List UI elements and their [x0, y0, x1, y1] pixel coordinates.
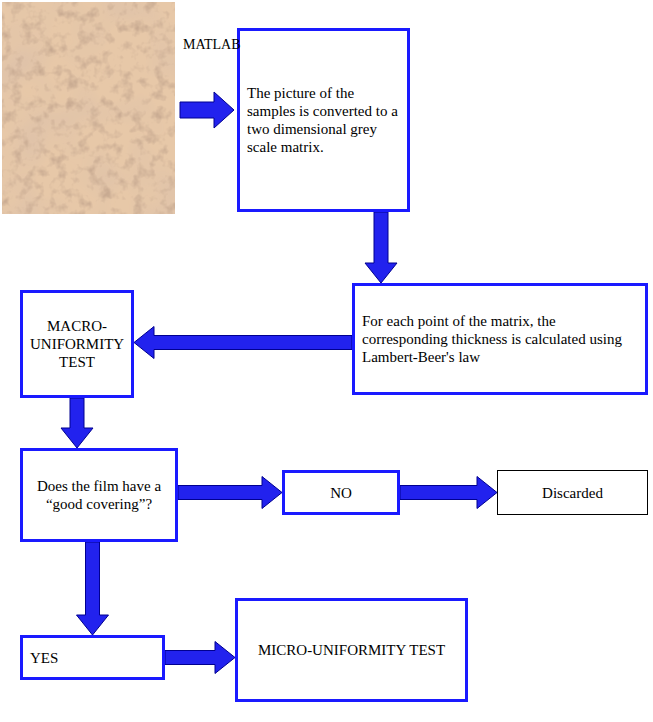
test-box: MACRO-UNIFORMITY TEST — [20, 290, 134, 398]
block-arrow — [134, 327, 352, 359]
box-text: The picture of the samples is converted … — [247, 84, 400, 156]
block-arrow — [365, 212, 397, 283]
box-text: MACRO-UNIFORMITY TEST — [30, 317, 124, 371]
box-text: Discarded — [505, 484, 640, 502]
photo-ground — [2, 2, 175, 214]
block-arrow — [178, 477, 282, 509]
box-text: For each point of the matrix, the corres… — [362, 312, 638, 366]
block-arrow — [400, 477, 497, 509]
box-text: Does the film have a “good covering”? — [30, 477, 168, 513]
box-text: MICRO-UNIFORMITY TEST — [245, 641, 458, 659]
process-box: The picture of the samples is converted … — [237, 28, 410, 212]
photo-shading — [2, 2, 175, 214]
answer-box: NO — [282, 470, 400, 515]
process-box: For each point of the matrix, the corres… — [352, 283, 648, 395]
block-arrow — [61, 398, 93, 448]
software-label: MATLAB — [183, 37, 241, 54]
box-text: YES — [30, 649, 155, 667]
test-box: MICRO-UNIFORMITY TEST — [235, 598, 468, 702]
block-arrow — [180, 92, 234, 128]
block-arrow — [77, 542, 109, 635]
answer-box: YES — [20, 635, 165, 680]
box-text: NO — [292, 484, 390, 502]
photo-speckle — [2, 2, 175, 214]
decision-box: Does the film have a “good covering”? — [20, 448, 178, 542]
result-box: Discarded — [497, 470, 648, 515]
block-arrow — [165, 642, 235, 674]
